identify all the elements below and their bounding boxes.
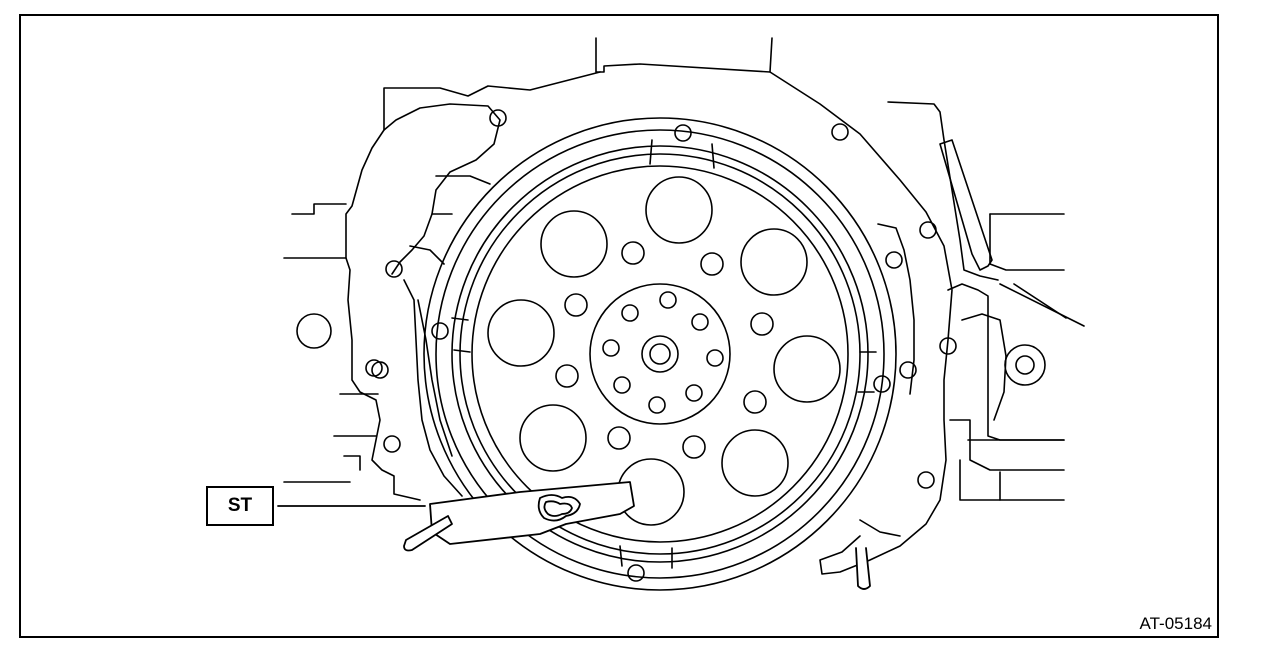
transmission-housing: [284, 38, 1084, 574]
figure-id: AT-05184: [1139, 614, 1212, 633]
housing-bolt-holes: [297, 110, 1045, 581]
callout-st-label: ST: [206, 486, 274, 526]
drive-plate: [424, 118, 896, 590]
figure-frame: [19, 14, 1219, 638]
special-tool: [278, 482, 870, 589]
